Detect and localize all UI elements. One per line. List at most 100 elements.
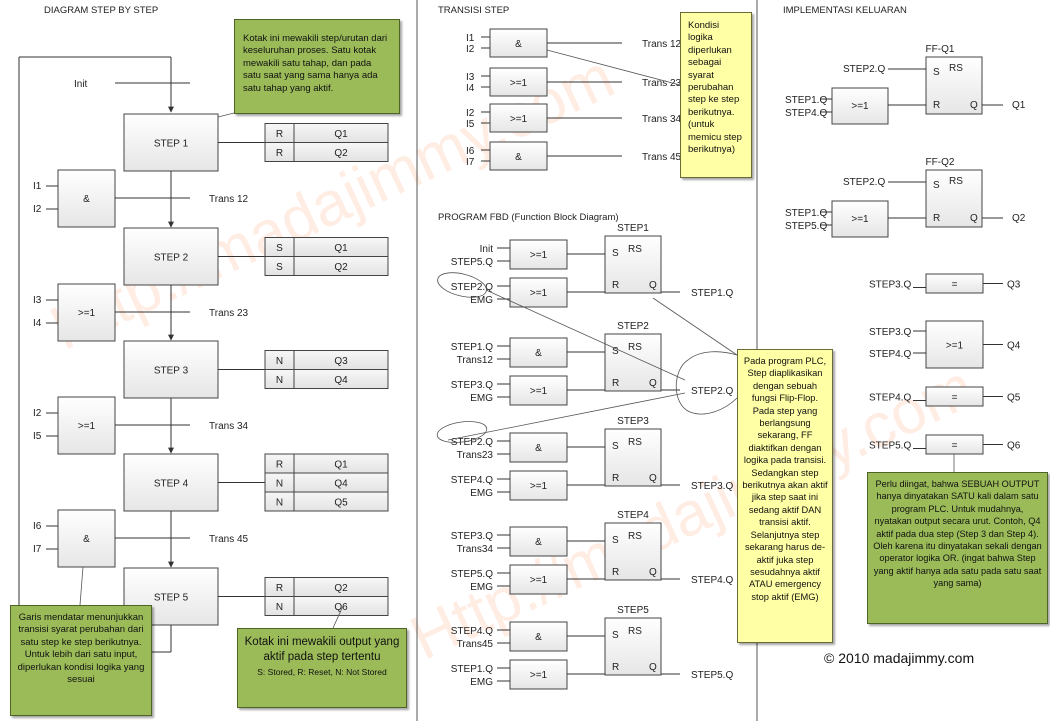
- output-label: Q2: [1012, 213, 1026, 224]
- flipflop-output-label: STEP4.Q: [691, 575, 733, 586]
- transition-gate: [57, 396, 116, 455]
- action-output: Q4: [334, 375, 348, 386]
- gate-input-label: I5: [466, 119, 475, 130]
- transition-gate-label: &: [83, 194, 90, 205]
- gate-input-label: STEP3.Q: [869, 327, 911, 338]
- gate-input-label: STEP4.Q: [451, 475, 493, 486]
- transition-gate: [489, 141, 548, 171]
- flipflop-type: RS: [949, 63, 963, 74]
- section-title-output: IMPLEMENTASI KELUARAN: [783, 5, 907, 16]
- action-output: Q1: [334, 460, 348, 471]
- section-title-step-diagram: DIAGRAM STEP BY STEP: [44, 5, 159, 16]
- transition-output-label: Trans 23: [642, 78, 682, 89]
- note-pointer: [332, 605, 344, 629]
- step-label: STEP 2: [154, 253, 189, 264]
- step-box: [123, 113, 219, 172]
- action-output-cell: [293, 596, 389, 616]
- gate-input-label: STEP1.Q: [785, 95, 827, 106]
- note-transition-line: Garis mendatar menunjukkan transisi syar…: [10, 605, 152, 716]
- gate-input-label: I5: [33, 431, 42, 442]
- note-output-once: Perlu diingat, bahwa SEBUAH OUTPUT hanya…: [867, 472, 1048, 624]
- reset-gate-label: >=1: [530, 481, 548, 492]
- note-pointer: [485, 289, 686, 381]
- flipflop-title: STEP1: [617, 223, 649, 234]
- transition-gate: [57, 509, 116, 568]
- flipflop-type: RS: [949, 176, 963, 187]
- flipflop-output-label: STEP1.Q: [691, 288, 733, 299]
- transition-label: Trans 45: [209, 534, 249, 545]
- flipflop-pin-q: Q: [649, 662, 657, 673]
- reset-gate: [831, 200, 889, 238]
- action-qualifier: R: [276, 148, 283, 159]
- transition-label: Trans 23: [209, 308, 249, 319]
- gate-input-label: Trans23: [457, 450, 494, 461]
- output-label: Q4: [1007, 341, 1021, 352]
- action-output-cell: [293, 256, 389, 276]
- flipflop-output-label: STEP3.Q: [691, 481, 733, 492]
- gate-input-label: Trans12: [457, 355, 494, 366]
- gate-input-label: EMG: [470, 393, 493, 404]
- flipflop-pin-q: Q: [649, 280, 657, 291]
- flipflop-type: RS: [628, 437, 642, 448]
- action-qualifier: R: [276, 460, 283, 471]
- gate-input-label: STEP2.Q: [451, 282, 493, 293]
- highlight-cloud: [675, 351, 738, 415]
- gate-input-label: I4: [466, 83, 475, 94]
- action-output: Q2: [334, 583, 348, 594]
- assign-gate-label: >=1: [946, 341, 964, 352]
- set-input-label: STEP2.Q: [843, 177, 885, 188]
- transition-gate: [57, 169, 116, 228]
- reset-gate-label: >=1: [851, 214, 869, 225]
- copyright: © 2010 madajimmy.com: [824, 650, 975, 666]
- gate-input-label: STEP1.Q: [785, 208, 827, 219]
- transition-gate-label: &: [515, 152, 522, 163]
- note-pointer: [652, 297, 738, 356]
- gate-input-label: EMG: [470, 677, 493, 688]
- set-gate-label: >=1: [530, 250, 548, 261]
- set-gate: [509, 337, 568, 368]
- flipflop-box: [925, 56, 983, 115]
- transition-gate-label: >=1: [78, 421, 96, 432]
- flipflop-pin-r: R: [612, 280, 619, 291]
- action-qualifier: S: [276, 262, 283, 273]
- flipflop-pin-r: R: [933, 213, 940, 224]
- action-output-cell: [293, 142, 389, 162]
- transition-gate: [489, 103, 548, 133]
- flipflop-title: FF-Q2: [926, 157, 955, 168]
- flipflop-pin-r: R: [612, 378, 619, 389]
- gate-input-label: STEP1.Q: [451, 342, 493, 353]
- gate-input-label: Init: [480, 244, 494, 255]
- highlight-ellipse: [436, 421, 488, 443]
- flipflop-pin-s: S: [612, 630, 619, 641]
- action-output: Q6: [334, 602, 348, 613]
- note-step-box: Kotak ini mewakili step/urutan dari kese…: [234, 19, 400, 114]
- gate-input-label: I6: [466, 146, 475, 157]
- reset-gate: [509, 470, 568, 501]
- highlight-ellipse: [437, 272, 487, 298]
- transition-label: Trans 34: [209, 421, 249, 432]
- flipflop-title: STEP2: [617, 321, 649, 332]
- action-qualifier: N: [276, 375, 283, 386]
- transition-gate-label: >=1: [78, 308, 96, 319]
- step-label: STEP 5: [154, 593, 189, 604]
- step-box: [123, 453, 219, 512]
- output-label: Q1: [1012, 100, 1026, 111]
- action-qualifier: R: [276, 129, 283, 140]
- gate-input-label: Trans45: [457, 639, 494, 650]
- gate-input-label: I1: [466, 33, 475, 44]
- reset-gate-label: >=1: [530, 575, 548, 586]
- flipflop-box: [604, 235, 662, 294]
- flipflop-title: STEP3: [617, 416, 649, 427]
- gate-input-label: I3: [33, 295, 42, 306]
- flipflop-pin-q: Q: [970, 213, 978, 224]
- reset-gate: [509, 564, 568, 595]
- transition-gate-label: >=1: [510, 78, 528, 89]
- gate-input-label: I4: [33, 318, 42, 329]
- gate-input-label: EMG: [470, 488, 493, 499]
- gate-input-label: STEP1.Q: [451, 664, 493, 675]
- step-label: STEP 3: [154, 366, 189, 377]
